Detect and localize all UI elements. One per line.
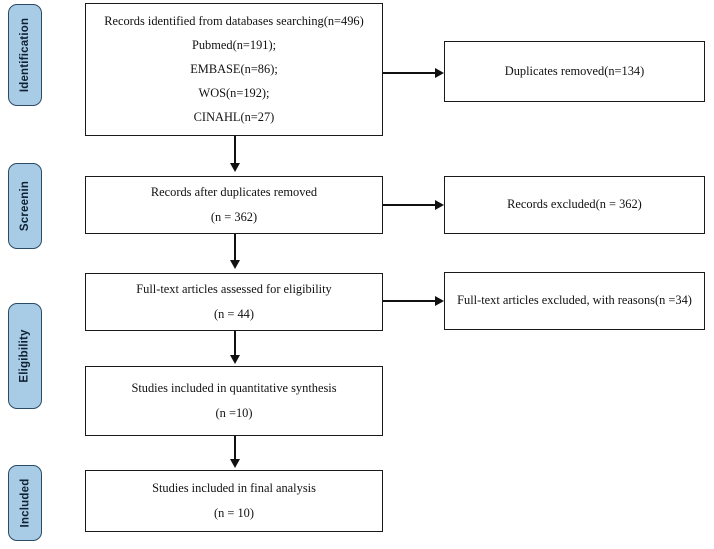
stage-tab-identification: Identification <box>8 4 42 106</box>
stage-tab-included-label: Included <box>19 478 32 528</box>
connector-fulltext-assessed-to-excluded <box>383 300 436 302</box>
box-fulltext-excluded: Full-text articles excluded, with reason… <box>444 272 705 330</box>
arrowhead-after-duplicates-to-excluded <box>435 199 444 210</box>
box-records-identified-line-5: CINAHL(n=27) <box>193 110 275 125</box>
box-fulltext-assessed: Full-text articles assessed for eligibil… <box>85 273 383 331</box>
box-records-identified: Records identified from databases search… <box>85 3 383 136</box>
box-quantitative-synthesis: Studies included in quantitative synthes… <box>85 366 383 436</box>
box-records-identified-line-4: WOS(n=192); <box>198 86 270 100</box>
arrowhead-fulltext-assessed-to-excluded <box>435 295 444 306</box>
connector-quantitative-to-final <box>234 436 236 462</box>
box-quantitative-synthesis-line-1: Studies included in quantitative synthes… <box>131 380 337 395</box>
stage-tab-eligibility: Eligibility <box>8 303 42 409</box>
box-final-analysis-line-2: (n = 10) <box>213 506 255 520</box>
box-records-after-duplicates: Records after duplicates removed (n = 36… <box>85 176 383 234</box>
arrowhead-after-duplicates-to-fulltext <box>229 260 240 269</box>
box-final-analysis: Studies included in final analysis (n = … <box>85 470 383 532</box>
stage-tab-included: Included <box>8 465 42 541</box>
box-records-excluded-line-1: Records excluded(n = 362) <box>507 197 642 212</box>
box-records-after-duplicates-line-1: Records after duplicates removed <box>150 184 318 199</box>
arrowhead-identified-to-duplicates <box>435 67 444 78</box>
arrowhead-quantitative-to-final <box>229 459 240 468</box>
box-records-excluded: Records excluded(n = 362) <box>444 176 705 234</box>
connector-after-duplicates-to-fulltext <box>234 234 236 263</box>
box-records-identified-line-3: EMBASE(n=86); <box>190 61 278 76</box>
connector-fulltext-to-quantitative <box>234 331 236 358</box>
arrowhead-fulltext-to-quantitative <box>229 355 240 364</box>
box-duplicates-removed-line-1: Duplicates removed(n=134) <box>504 63 645 78</box>
stage-tab-screening-label: Screenin <box>19 180 31 232</box>
box-records-identified-line-2: Pubmed(n=191); <box>191 37 277 52</box>
arrowhead-identified-to-after-duplicates <box>229 163 240 172</box>
stage-tab-eligibility-label: Eligibility <box>19 329 32 383</box>
box-records-identified-line-1: Records identified from databases search… <box>104 13 364 28</box>
box-duplicates-removed: Duplicates removed(n=134) <box>444 41 705 102</box>
box-fulltext-excluded-line-1: Full-text articles excluded, with reason… <box>457 293 692 308</box>
box-records-after-duplicates-line-2: (n = 362) <box>210 210 258 224</box>
box-quantitative-synthesis-line-2: (n =10) <box>215 406 253 420</box>
connector-identified-to-duplicates <box>383 72 436 74</box>
stage-tab-identification-label: Identification <box>19 17 32 93</box>
box-fulltext-assessed-line-2: (n = 44) <box>213 307 255 321</box>
stage-tab-screening: Screenin <box>8 163 42 249</box>
connector-identified-to-after-duplicates <box>234 136 236 166</box>
box-fulltext-assessed-line-1: Full-text articles assessed for eligibil… <box>136 281 332 296</box>
connector-after-duplicates-to-excluded <box>383 204 436 206</box>
box-final-analysis-line-1: Studies included in final analysis <box>152 480 316 495</box>
